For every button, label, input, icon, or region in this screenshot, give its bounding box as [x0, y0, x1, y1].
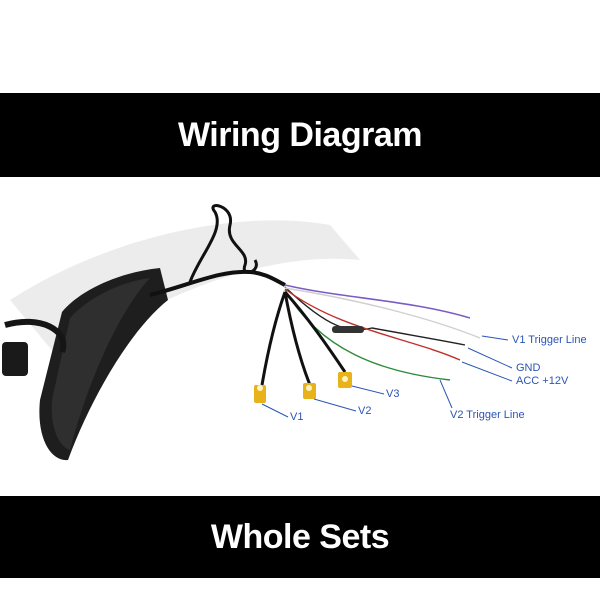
rca-connector-v2: [303, 383, 316, 399]
inline-fuse: [332, 326, 364, 333]
pointer-v2: [313, 398, 357, 412]
top-banner: Wiring Diagram: [0, 93, 600, 177]
coiled-cable: [188, 204, 258, 283]
rca-connector-v3: [338, 372, 352, 388]
mount-clip: [2, 342, 28, 376]
pointer-v2-trigger: [439, 379, 453, 409]
banner-title: Whole Sets: [210, 517, 390, 556]
pointer-v1: [261, 403, 289, 418]
pointer-v1-trigger: [481, 335, 509, 341]
rca-cable-v1: [260, 291, 287, 386]
pointer-gnd: [467, 347, 513, 369]
rca-connector-v1: [254, 385, 266, 403]
pointer-v3: [351, 385, 385, 395]
wire-purple: [284, 284, 471, 319]
rca-cable-v2: [283, 291, 312, 386]
wire-white: [284, 287, 481, 339]
bottom-banner: Whole Sets: [0, 496, 600, 578]
banner-title: Wiring Diagram: [178, 115, 422, 154]
wire-black: [284, 286, 466, 346]
mirror-glass: [51, 278, 150, 450]
product-photo: [2, 204, 513, 461]
wire-red: [284, 288, 461, 361]
rca-cable-v3: [283, 291, 347, 373]
mount-arm: [4, 318, 67, 354]
pointer-acc: [461, 361, 513, 382]
